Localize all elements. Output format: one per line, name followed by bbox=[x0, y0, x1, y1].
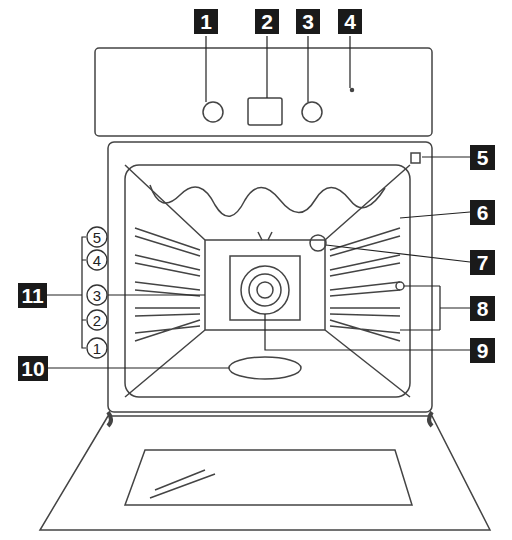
callout-number: 2 bbox=[255, 9, 279, 34]
shelf-level-circle: 2 bbox=[86, 309, 108, 331]
number-text: 2 bbox=[93, 313, 101, 328]
shelf-level-circle: 5 bbox=[86, 226, 108, 248]
callout-number: 5 bbox=[470, 145, 495, 170]
number-text: 8 bbox=[477, 298, 489, 319]
number-text: 1 bbox=[200, 11, 212, 32]
number-text: 3 bbox=[302, 11, 314, 32]
number-text: 2 bbox=[261, 11, 273, 32]
number-text: 11 bbox=[21, 285, 43, 306]
shelf-level-circle: 1 bbox=[86, 337, 108, 359]
callout-number: 4 bbox=[338, 9, 362, 34]
callout-number: 11 bbox=[18, 283, 47, 308]
callout-number: 3 bbox=[296, 9, 320, 34]
number-text: 5 bbox=[93, 230, 101, 245]
callout-number: 10 bbox=[18, 356, 48, 381]
number-text: 4 bbox=[344, 11, 356, 32]
number-text: 5 bbox=[477, 147, 489, 168]
shelf-level-circle: 3 bbox=[86, 284, 108, 306]
callout-number: 1 bbox=[194, 9, 218, 34]
number-text: 1 bbox=[93, 341, 101, 356]
callout-number: 9 bbox=[470, 338, 495, 363]
shelf-level-circle: 4 bbox=[86, 249, 108, 271]
number-text: 10 bbox=[21, 358, 44, 379]
number-text: 4 bbox=[93, 253, 101, 268]
number-text: 9 bbox=[477, 340, 489, 361]
number-text: 6 bbox=[477, 202, 489, 223]
number-text: 3 bbox=[93, 288, 101, 303]
number-text: 7 bbox=[477, 252, 489, 273]
callout-number: 8 bbox=[470, 296, 495, 321]
callout-number: 6 bbox=[470, 200, 495, 225]
callout-number: 7 bbox=[470, 250, 495, 275]
